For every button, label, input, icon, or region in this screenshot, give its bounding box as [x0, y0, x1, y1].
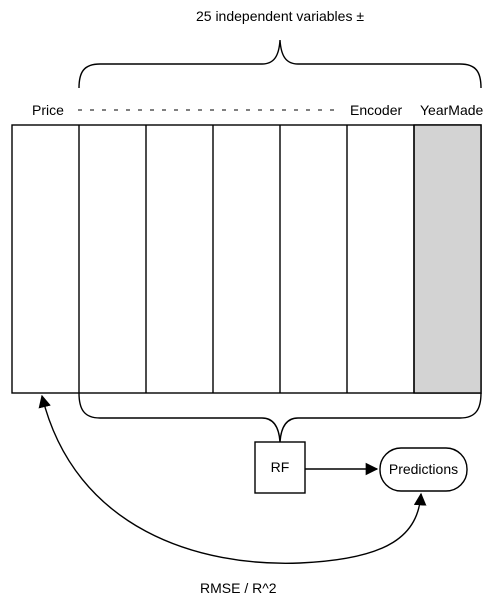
price-label: Price — [32, 102, 64, 118]
metric-label: RMSE / R^2 — [200, 580, 277, 596]
top-brace — [78, 39, 482, 89]
predictions-label: Predictions — [389, 461, 458, 477]
yearmade-label: YearMade — [420, 102, 484, 118]
table-outline — [11, 124, 482, 394]
comparison-arrow — [38, 394, 427, 564]
variables-label: 25 independent variables ± — [196, 8, 364, 24]
rf-label: RF — [271, 459, 290, 475]
encoder-label: Encoder — [350, 102, 402, 118]
yearmade-column-fill — [414, 125, 481, 393]
bottom-brace — [78, 392, 482, 443]
data-table — [11, 124, 482, 394]
